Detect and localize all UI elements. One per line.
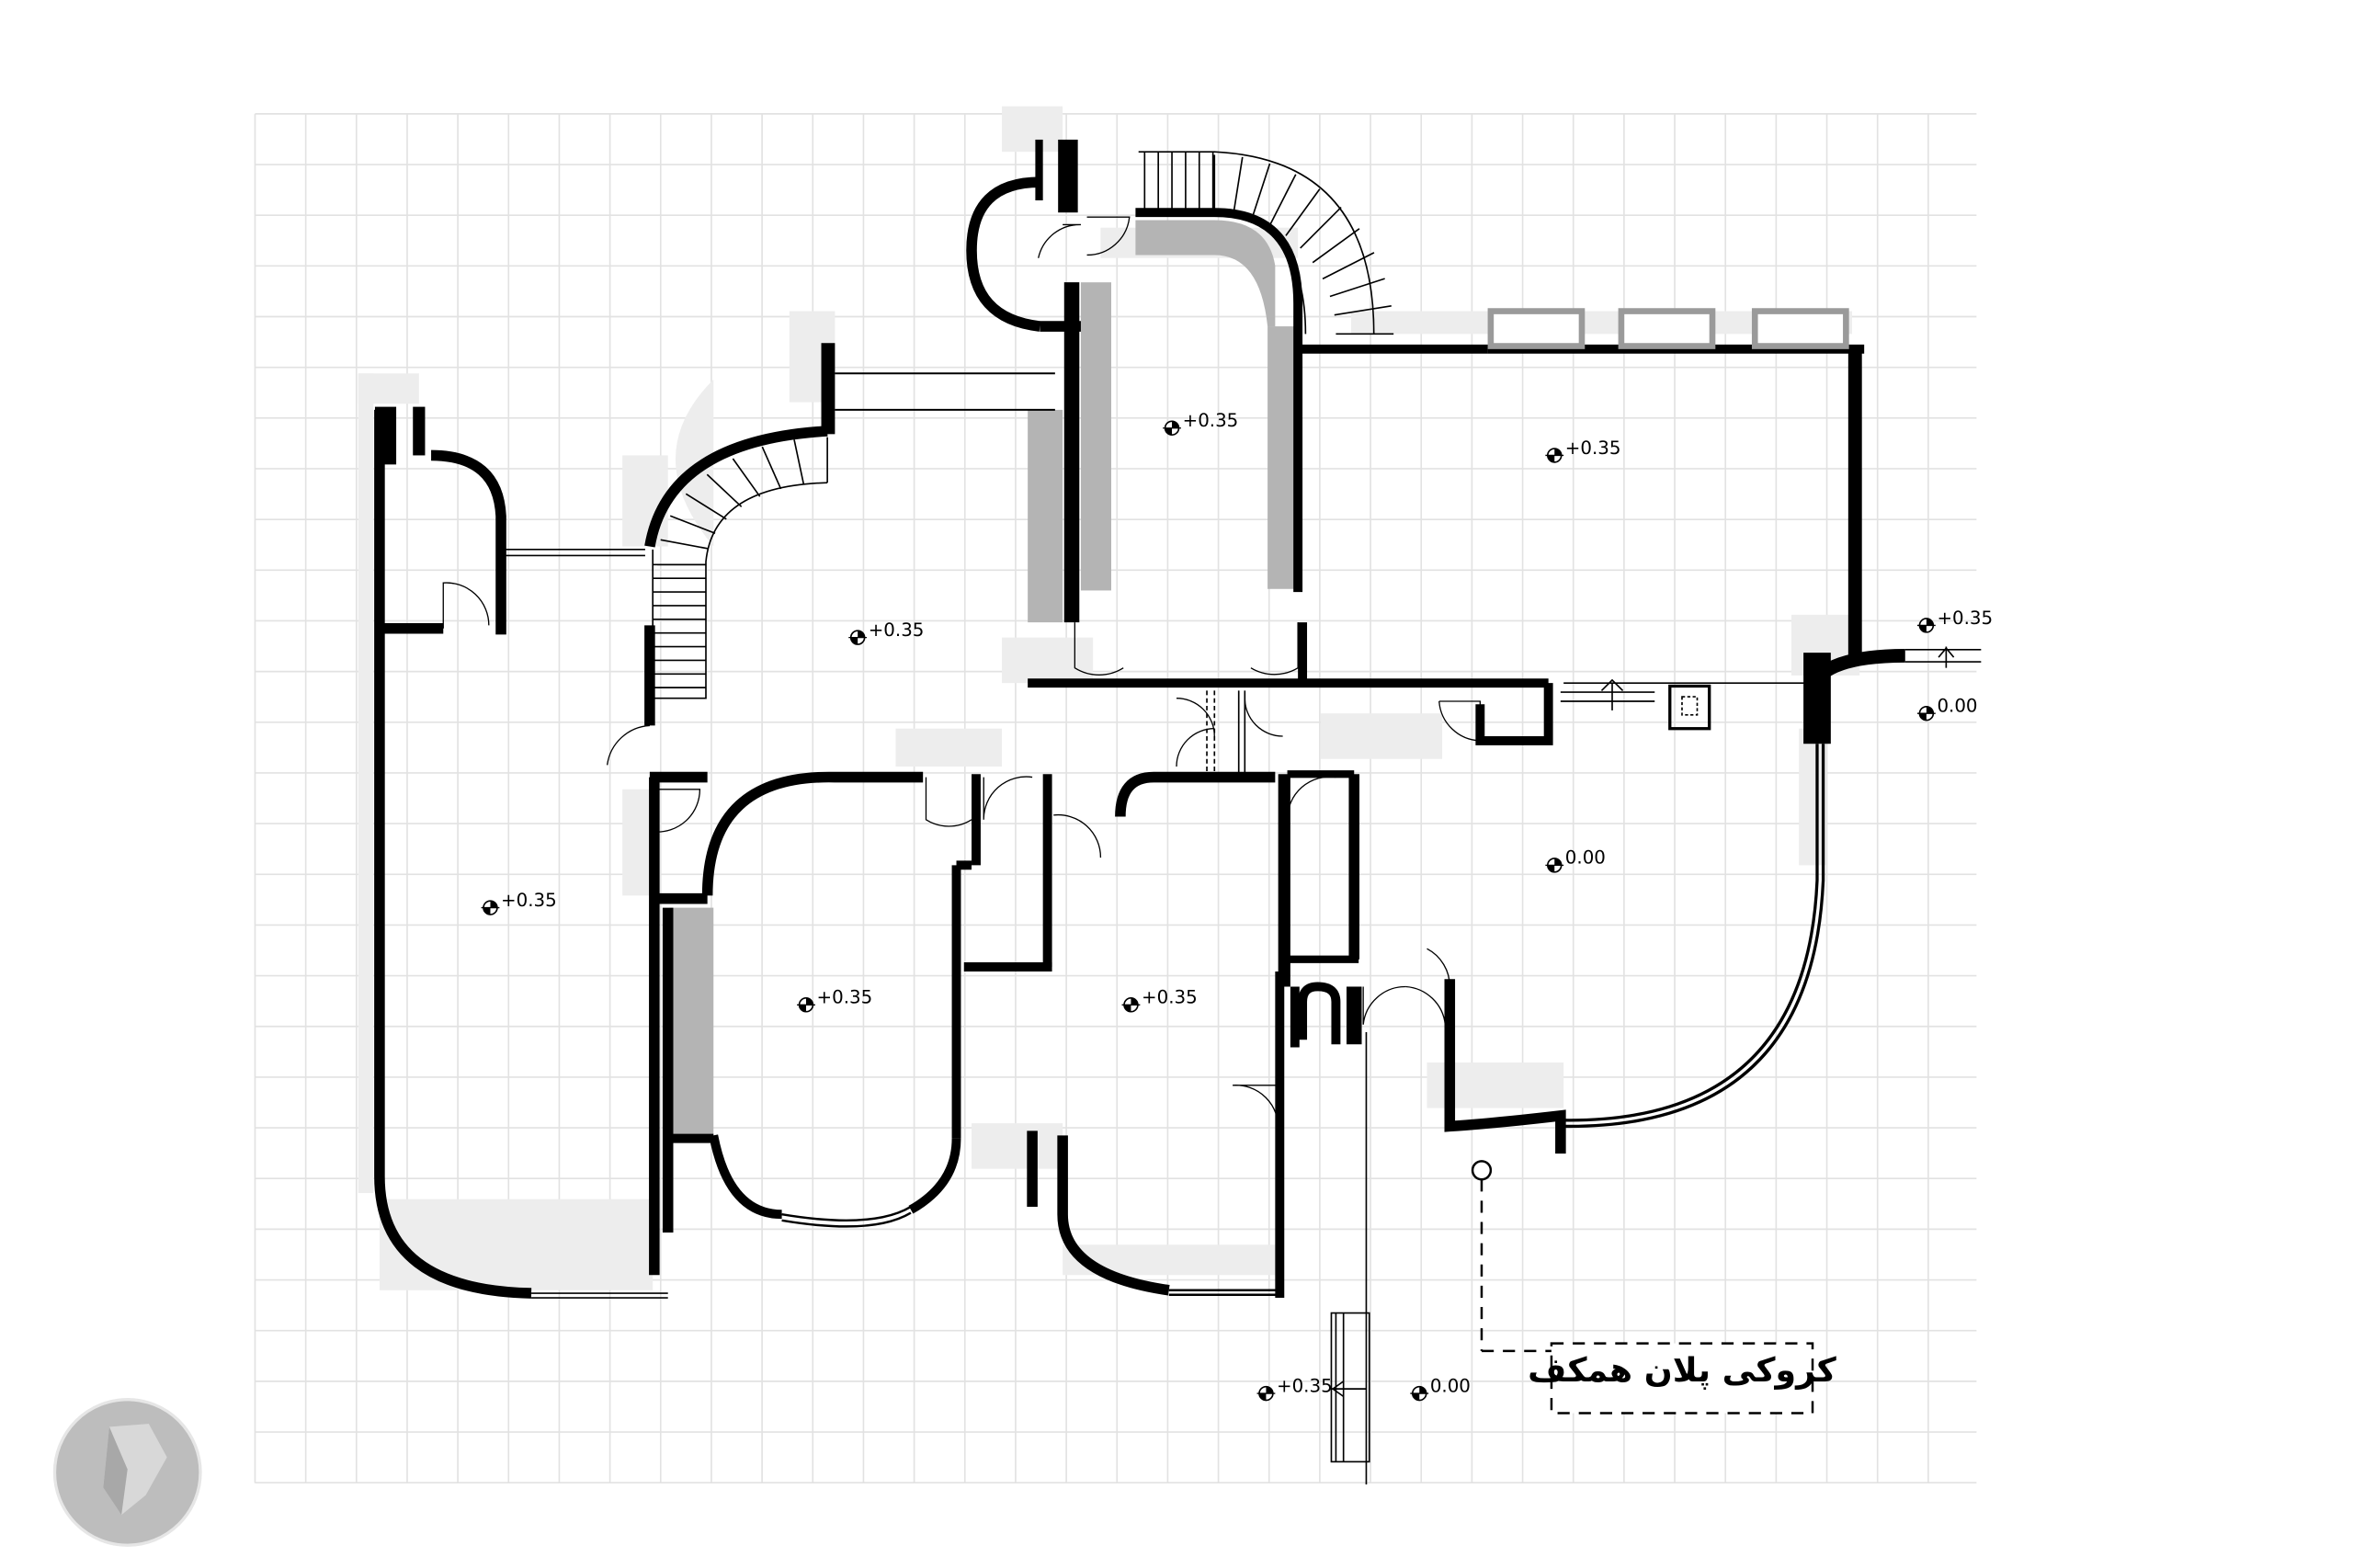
level-marker-icon	[1544, 448, 1564, 463]
drawing-title: کروکی پلان همکف	[1528, 1350, 1837, 1390]
level-label: 0.00	[1937, 696, 1977, 717]
door-swings	[442, 216, 1481, 1131]
stair-tread	[1329, 278, 1385, 298]
level-label: +0.35	[1183, 410, 1239, 431]
logo-icon	[52, 1398, 202, 1547]
windows	[1487, 308, 1849, 349]
stair-tread	[732, 458, 761, 497]
stair-tread	[660, 539, 709, 550]
stair-tread	[1322, 252, 1375, 280]
stair-tread	[706, 473, 743, 507]
level-marker-icon	[1256, 1385, 1277, 1402]
level-label: +0.35	[1565, 437, 1621, 459]
level-marker-icon	[480, 900, 501, 915]
hatch-panels	[669, 220, 1295, 1136]
level-label: +0.35	[1937, 608, 1993, 629]
stair-tread	[1312, 228, 1360, 264]
stairs-curved-left	[652, 437, 828, 699]
stair-tread	[761, 446, 782, 490]
level-label: +0.35	[501, 890, 557, 911]
stair-tread	[669, 515, 716, 534]
level-label: +0.35	[1277, 1375, 1333, 1396]
level-markers: +0.35 +0.35 +0.35 +0.35 +0.35 +0.35 +0.3…	[480, 410, 1993, 1402]
stair-tread	[1251, 163, 1271, 219]
level-marker-icon	[1916, 705, 1937, 722]
level-label: 0.00	[1565, 847, 1606, 869]
stair-tread	[1334, 305, 1392, 316]
level-label: +0.35	[1142, 987, 1198, 1008]
level-label: 0.00	[1430, 1375, 1471, 1396]
stair-tread	[1300, 206, 1342, 249]
level-marker-icon	[1544, 858, 1564, 873]
entrance-marker-icon	[1471, 1160, 1552, 1353]
title-box: کروکی پلان همکف	[1528, 1342, 1837, 1415]
stair-tread	[1233, 156, 1244, 214]
stair-tread	[1285, 188, 1321, 236]
corridor-details	[1206, 646, 1982, 1485]
stairs-spiral-top	[1138, 151, 1394, 335]
level-label: +0.35	[817, 987, 873, 1008]
level-marker-icon	[1120, 997, 1142, 1013]
level-label: +0.35	[869, 619, 925, 641]
level-marker-icon	[1409, 1385, 1429, 1402]
stair-tread	[793, 439, 805, 485]
level-marker-icon	[1162, 420, 1182, 436]
stair-tread	[1268, 174, 1297, 226]
stair-tread	[685, 493, 727, 520]
